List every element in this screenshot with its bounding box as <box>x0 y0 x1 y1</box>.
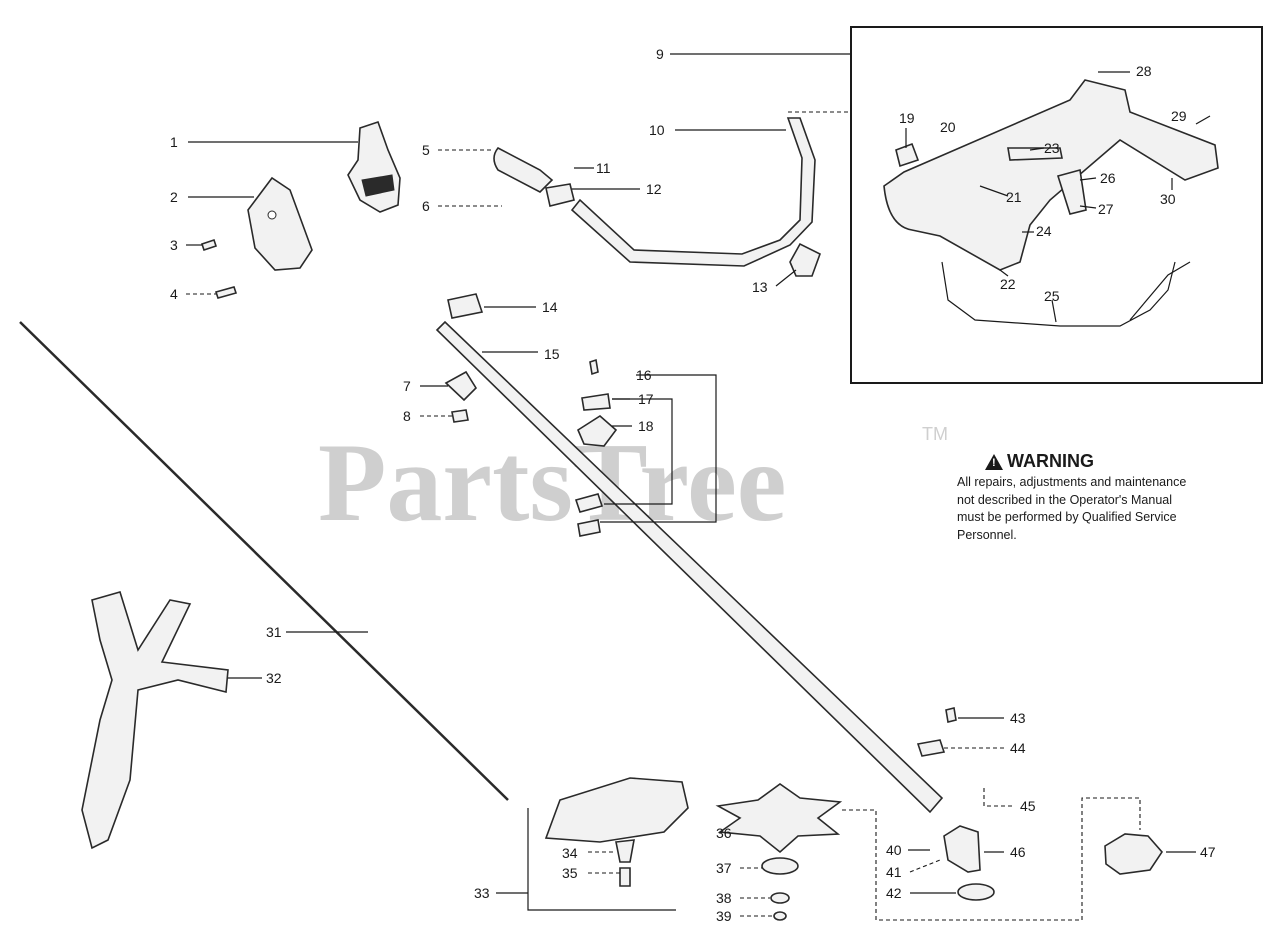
callout-3[interactable]: 3 <box>170 237 178 253</box>
part-8-screw[interactable] <box>451 409 469 423</box>
warning-icon: ! <box>985 453 1003 470</box>
callout-8[interactable]: 8 <box>403 408 411 424</box>
part-19-switch[interactable] <box>895 142 920 168</box>
part-35-screw[interactable] <box>619 867 631 887</box>
callout-numbers: 1 2 3 4 5 6 7 8 9 10 11 12 13 14 15 16 1… <box>170 46 1216 924</box>
callout-16[interactable]: 16 <box>636 367 652 383</box>
callout-32[interactable]: 32 <box>266 670 282 686</box>
callout-27[interactable]: 27 <box>1098 201 1114 217</box>
part-18-lower-clamp <box>574 493 604 513</box>
part-7-bracket[interactable] <box>444 370 478 402</box>
callout-26[interactable]: 26 <box>1100 170 1116 186</box>
part-17-clamp[interactable] <box>581 393 611 411</box>
callout-22[interactable]: 22 <box>1000 276 1016 292</box>
part-24-throttle-housing[interactable] <box>883 79 1219 271</box>
part-31-drive-shaft[interactable] <box>19 321 509 801</box>
callout-25[interactable]: 25 <box>1044 288 1060 304</box>
callout-7[interactable]: 7 <box>403 378 411 394</box>
callout-44[interactable]: 44 <box>1010 740 1026 756</box>
part-10-loop-handle[interactable] <box>570 117 816 267</box>
part-18-shield-clamp[interactable] <box>576 415 618 447</box>
part-39-nut[interactable] <box>773 911 787 921</box>
part-27-trigger[interactable] <box>1056 168 1087 215</box>
part-1-bracket[interactable] <box>347 120 401 213</box>
handle-assembly-frame <box>850 26 1263 384</box>
callout-18[interactable]: 18 <box>638 418 654 434</box>
watermark-trademark: TM <box>922 424 948 444</box>
part-15-drive-tube[interactable] <box>435 320 944 814</box>
callout-43[interactable]: 43 <box>1010 710 1026 726</box>
callout-24[interactable]: 24 <box>1036 223 1052 239</box>
callout-11[interactable]: 11 <box>596 160 611 176</box>
part-3-screw[interactable] <box>200 238 218 252</box>
callout-1[interactable]: 1 <box>170 134 178 150</box>
part-2-plate[interactable] <box>247 176 313 271</box>
callout-4[interactable]: 4 <box>170 286 178 302</box>
callout-20[interactable]: 20 <box>940 119 956 135</box>
callout-2[interactable]: 2 <box>170 189 178 205</box>
part-43-screw[interactable] <box>945 707 957 723</box>
part-36-blade[interactable] <box>715 783 843 854</box>
part-46-gearhead[interactable] <box>943 825 981 873</box>
callout-15[interactable]: 15 <box>544 346 560 362</box>
warning-heading: ! WARNING <box>985 451 1187 472</box>
callout-40[interactable]: 40 <box>886 842 902 858</box>
part-33-shield[interactable] <box>544 777 689 843</box>
part-2-hole <box>267 210 277 220</box>
callout-39[interactable]: 39 <box>716 908 732 924</box>
callout-47[interactable]: 47 <box>1200 844 1216 860</box>
callout-10[interactable]: 10 <box>649 122 665 138</box>
part-4-screw[interactable] <box>214 286 238 299</box>
part-44-clamp[interactable] <box>916 739 946 757</box>
callout-36[interactable]: 36 <box>716 825 732 841</box>
part-32-harness[interactable] <box>81 591 229 850</box>
callout-6[interactable]: 6 <box>422 198 430 214</box>
part-1-detail <box>361 174 395 197</box>
callout-35[interactable]: 35 <box>562 865 578 881</box>
callout-31[interactable]: 31 <box>266 624 282 640</box>
callout-41[interactable]: 41 <box>886 864 902 880</box>
part-34-bracket[interactable] <box>615 839 635 863</box>
callout-34[interactable]: 34 <box>562 845 578 861</box>
warning-title: WARNING <box>1007 451 1094 471</box>
callout-42[interactable]: 42 <box>886 885 902 901</box>
callout-5[interactable]: 5 <box>422 142 430 158</box>
callout-17[interactable]: 17 <box>638 391 654 407</box>
part-47-trimmer-head[interactable] <box>1104 833 1164 875</box>
callout-46[interactable]: 46 <box>1010 844 1026 860</box>
leader-lines <box>186 53 1211 921</box>
part-38-washer[interactable] <box>770 892 790 904</box>
callout-38[interactable]: 38 <box>716 890 732 906</box>
callout-19[interactable]: 19 <box>899 110 915 126</box>
warning-text: All repairs, adjustments and maintenance… <box>957 475 1187 542</box>
part-25-wire-branch <box>1129 261 1191 321</box>
callout-9[interactable]: 9 <box>656 46 664 62</box>
part-37-washer[interactable] <box>761 857 799 875</box>
part-16-screw[interactable] <box>589 358 599 376</box>
callout-29[interactable]: 29 <box>1171 108 1187 124</box>
callout-45[interactable]: 45 <box>1020 798 1036 814</box>
callout-33[interactable]: 33 <box>474 885 490 901</box>
part-42-shield-washer[interactable] <box>957 883 995 901</box>
callout-23[interactable]: 23 <box>1044 140 1060 156</box>
part-25-wire-harness[interactable] <box>941 261 1176 327</box>
callout-14[interactable]: 14 <box>542 299 558 315</box>
part-13-clip[interactable] <box>789 242 821 277</box>
callout-21[interactable]: 21 <box>1006 189 1022 205</box>
part-14-coupler[interactable] <box>447 293 484 319</box>
warning-notice: ! WARNING All repairs, adjustments and m… <box>957 451 1187 544</box>
callout-37[interactable]: 37 <box>716 860 732 876</box>
part-16-nut <box>577 519 601 537</box>
callout-12[interactable]: 12 <box>646 181 662 197</box>
part-5-grip[interactable] <box>493 146 554 193</box>
callout-30[interactable]: 30 <box>1160 191 1176 207</box>
callout-13[interactable]: 13 <box>752 279 768 295</box>
callout-28[interactable]: 28 <box>1136 63 1152 79</box>
part-12-clamp[interactable] <box>545 183 575 207</box>
